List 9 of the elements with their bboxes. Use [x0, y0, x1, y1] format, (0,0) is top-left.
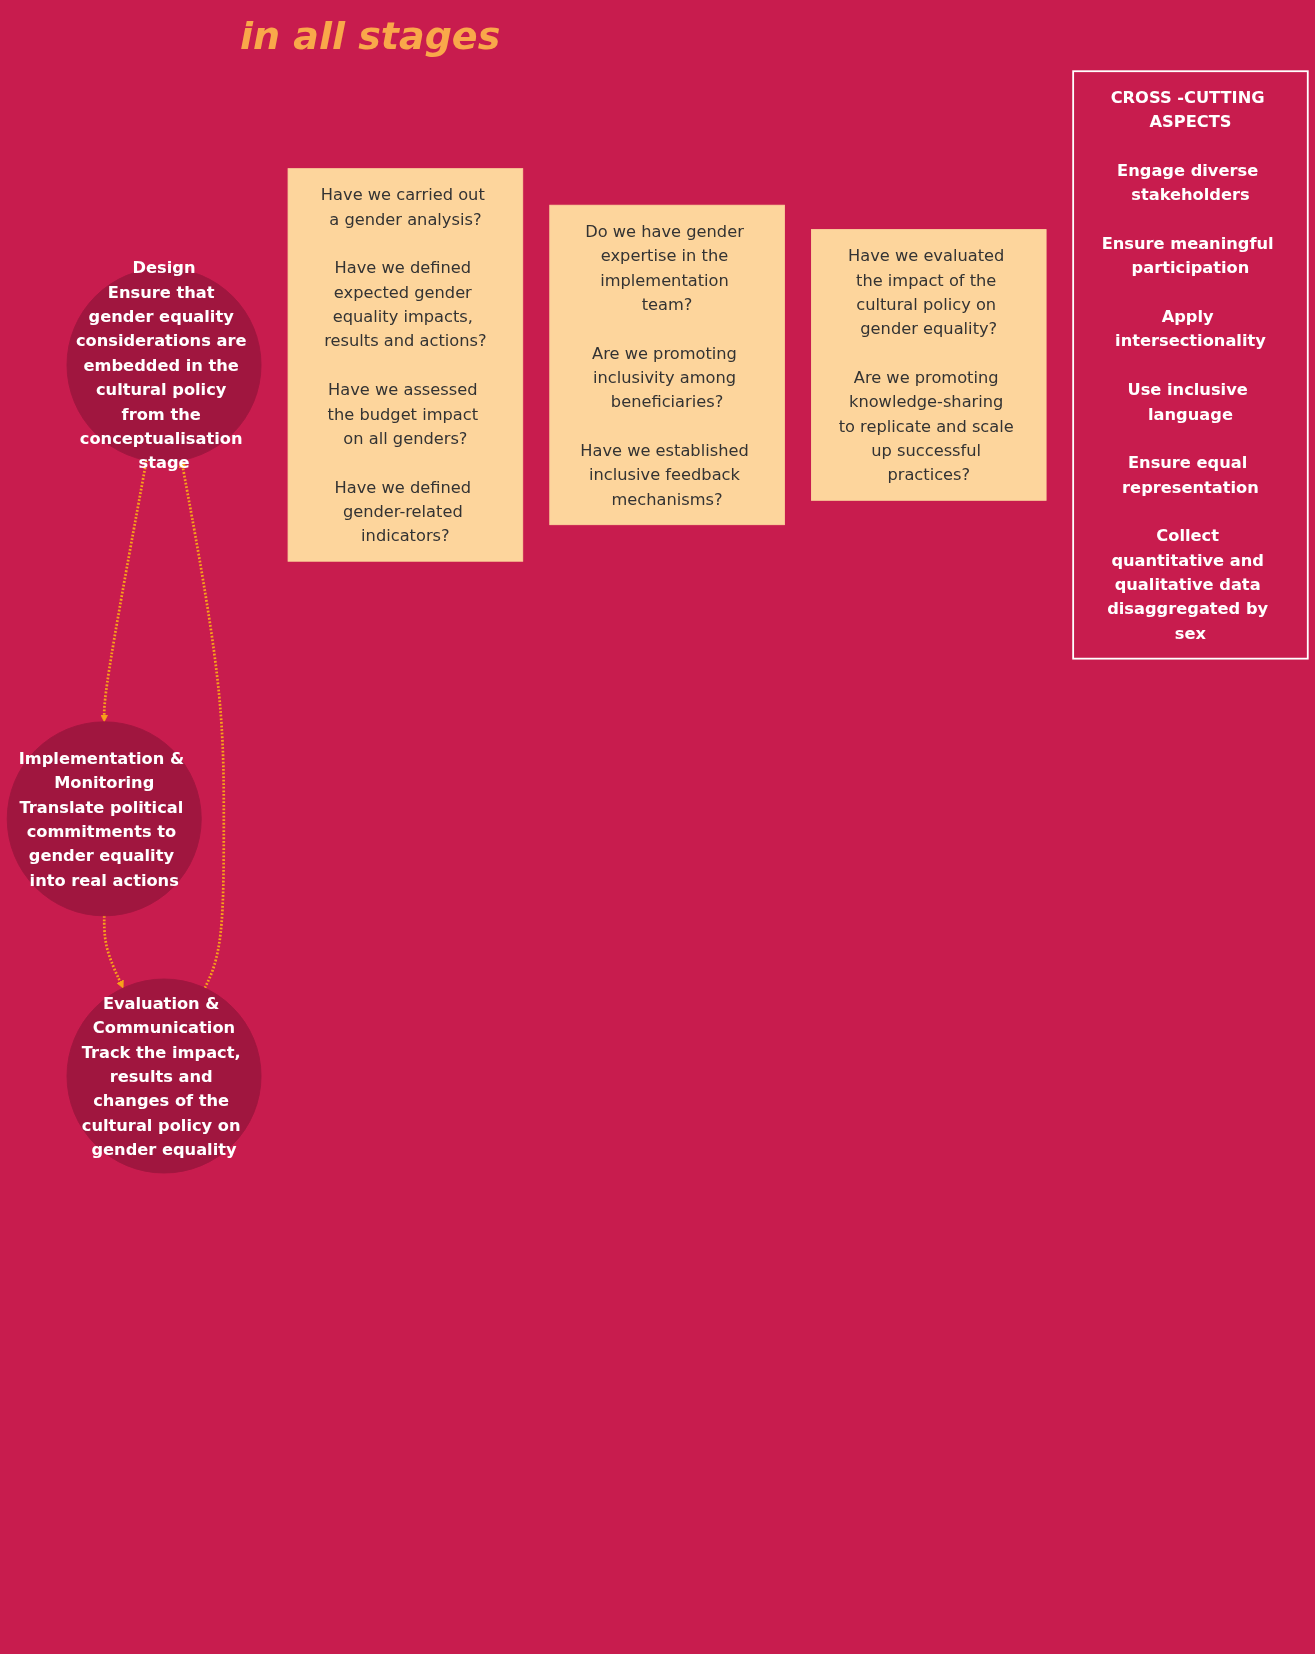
title: in all stages [239, 13, 502, 60]
node-box: Have we evaluated the impact of the cultural policy on gender equality? Are we promoting knowledge-sharing to replicate and scale up successful practices? [811, 229, 1047, 501]
node-circle: Evaluation & Communication Track the impact, results and changes of the cultural policy on gender equality [66, 978, 262, 1174]
node-box: Do we have gender expertise in the implementation team? Are we promoting inclusivity among beneficiaries? Have we established inclusive feedback mechanisms? [549, 204, 785, 526]
node-box: Have we carried out a gender analysis? Have we defined expected gender equality impacts, results and actions? Have we assessed the budget impact on all genders? Have we defined gender-related indicators? [287, 168, 524, 562]
node-box: CROSS -CUTTING ASPECTS Engage diverse stakeholders Ensure meaningful participation Apply intersectionality Use inclusive language Ensure equal representation Collect quantitative and qualitative data disaggregated by sex [1072, 70, 1309, 660]
node-circle: Implementation & Monitoring Translate political commitments to gender equality into real actions [6, 721, 202, 917]
arrow [100, 460, 148, 723]
arrow [102, 915, 124, 989]
